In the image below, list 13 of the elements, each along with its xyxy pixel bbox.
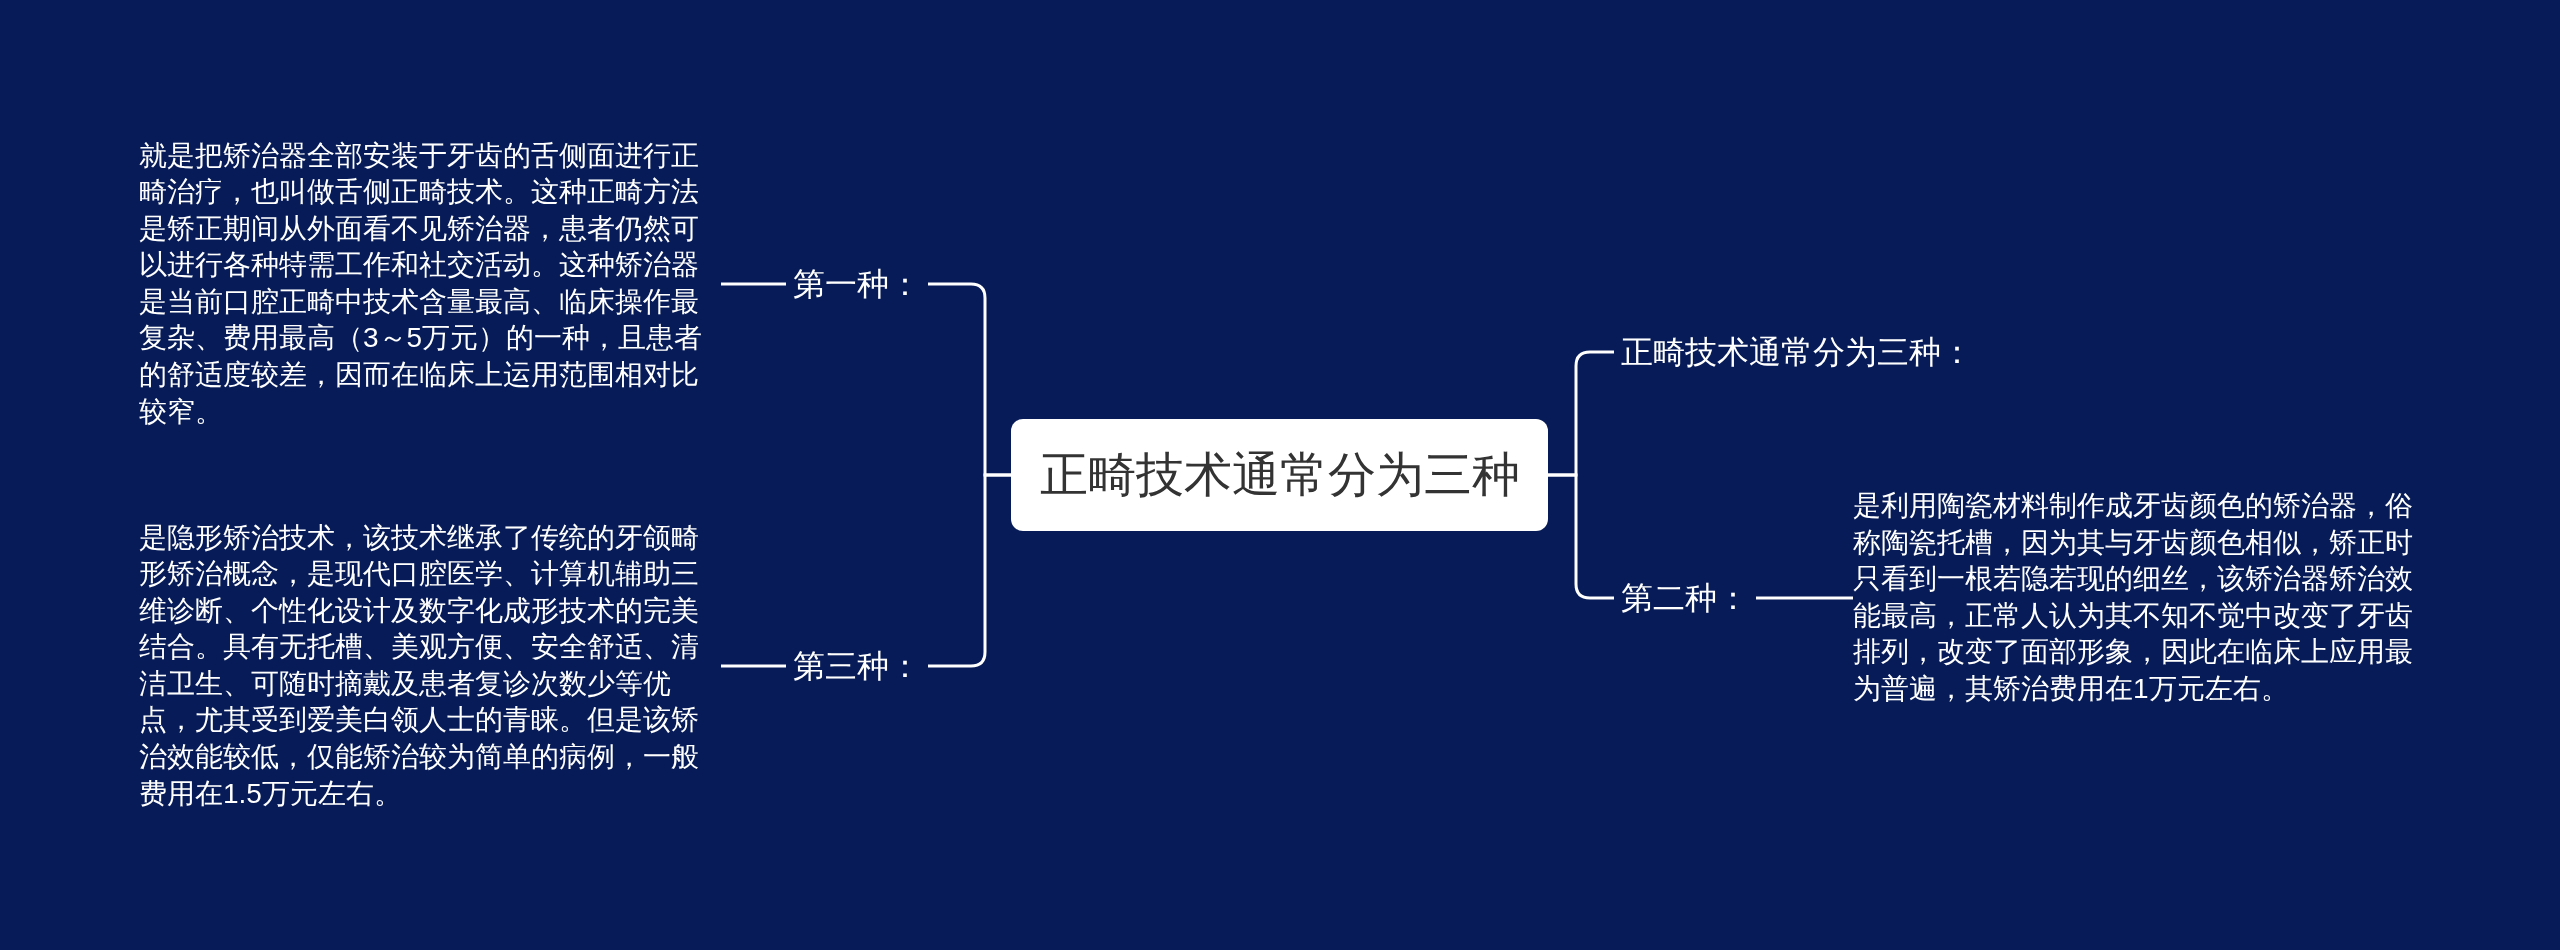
branch-connector [1548, 473, 1614, 600]
description-text: 就是把矫治器全部安装于牙齿的舌侧面进行正畸治疗，也叫做舌侧正畸技术。这种正畸方法是矫正期间从外面看不见矫治器，患者仍然可以进行各种特需工作和社交活动。这种矫治器是当前口腔正畸中技术含量最高、临床操作最复杂、费用最高（3～5万元）的一种，且患者的舒适度较差，因而在临床上运用范围相对比较窄。 [139, 137, 721, 431]
branch-connector [928, 473, 1011, 668]
branch-label: 第一种： [786, 264, 928, 304]
branch-label: 第三种： [786, 646, 928, 686]
connector-line [1756, 596, 1853, 600]
connector-line [721, 664, 786, 668]
connector-line [721, 282, 786, 286]
description-text: 是利用陶瓷材料制作成牙齿颜色的矫治器，俗称陶瓷托槽，因为其与牙齿颜色相似，矫正时只看到一根若隐若现的细丝，该矫治器矫治效能最高，正常人认为其不知不觉中改变了牙齿排列，改变了面部形象，因此在临床上应用最为普遍，其矫治费用在1万元左右。 [1853, 488, 2435, 708]
topic-box: 正畸技术通常分为三种 [1011, 419, 1548, 531]
branch-label: 第二种： [1614, 578, 1756, 618]
branch-label: 正畸技术通常分为三种： [1614, 332, 1980, 372]
description-text: 是隐形矫治技术，该技术继承了传统的牙颌畸形矫治概念，是现代口腔医学、计算机辅助三维诊断、个性化设计及数字化成形技术的完美结合。具有无托槽、美观方便、安全舒适、清洁卫生、可随时摘戴及患者复诊次数少等优点，尤其受到爱美白领人士的青睐。但是该矫治效能较低，仅能矫治较为简单的病例，一般费用在1.5万元左右。 [139, 519, 721, 813]
